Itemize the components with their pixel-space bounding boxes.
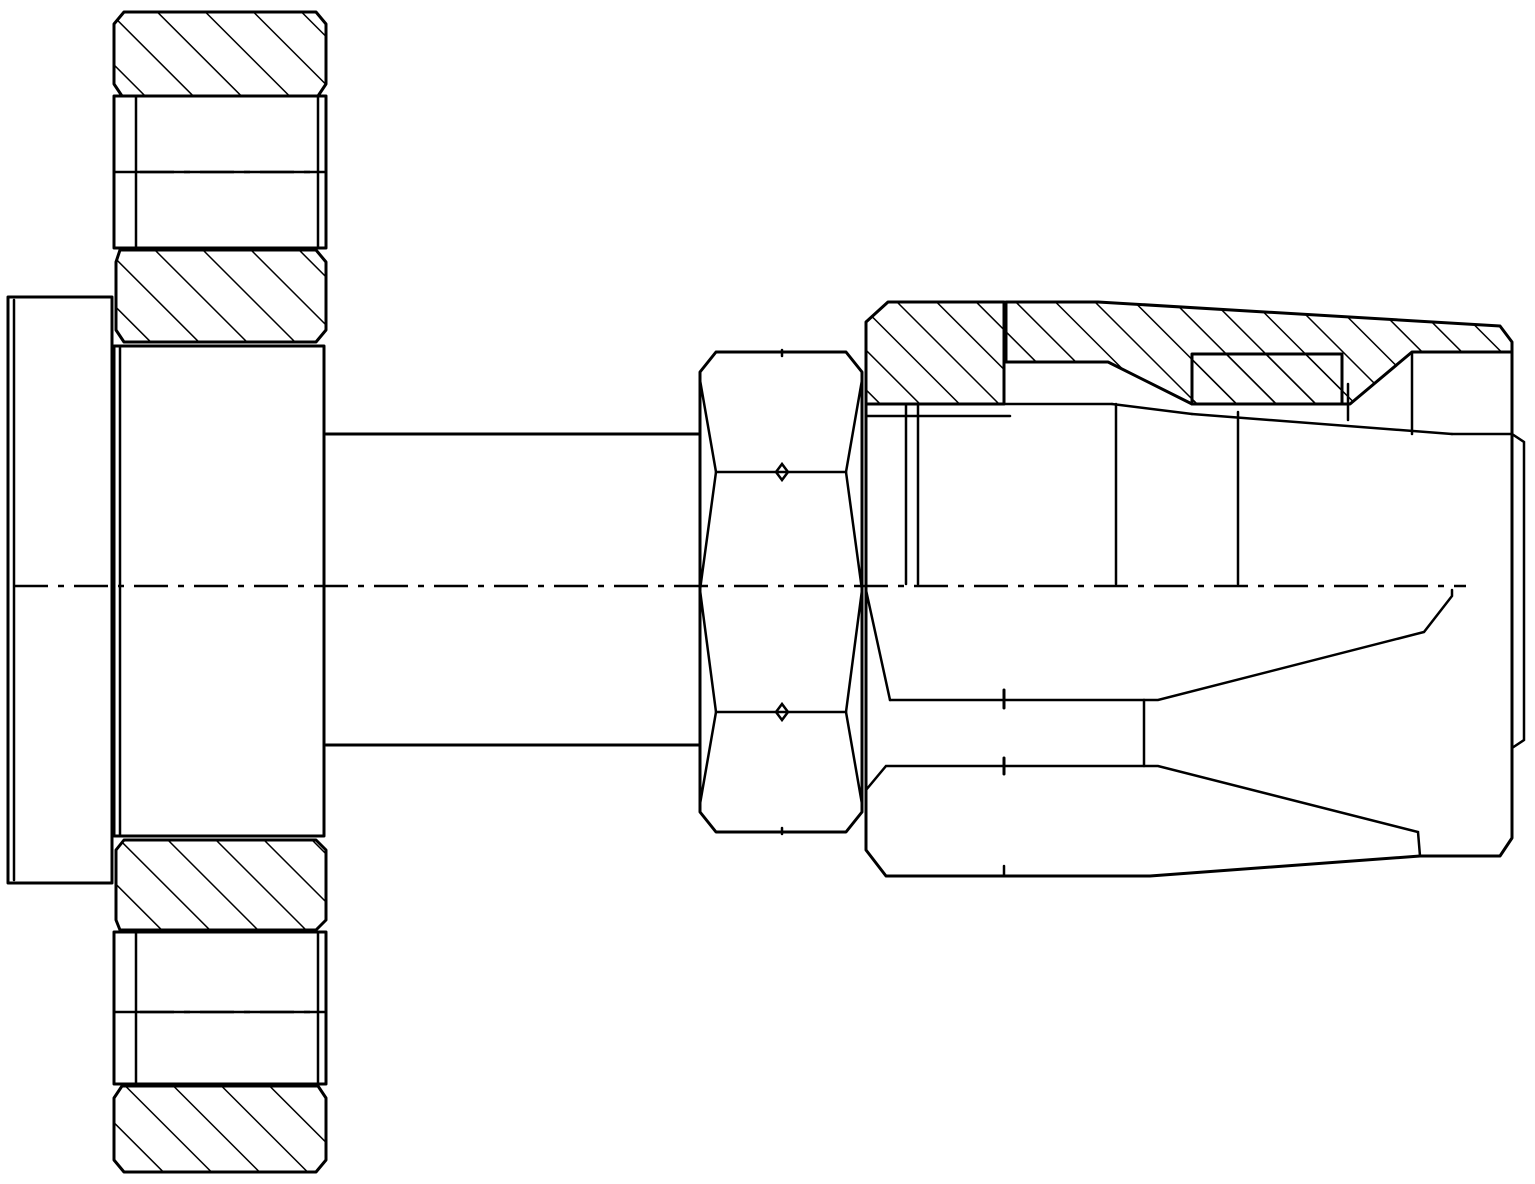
top-hatched-cap [112,10,328,98]
bottom-hatched-cap [112,1084,328,1174]
bottom-hatched-band [114,838,328,932]
sleeve-hatch-left [864,300,1006,406]
end-plate [6,295,114,885]
flange-top-bolt-section [112,10,328,344]
top-hatched-band [114,248,328,344]
flange-bottom-bolt-section [112,838,328,1174]
tube-shaft [324,432,702,747]
hex-nut [698,348,864,836]
sleeve-hatch-rib [1190,352,1344,406]
flange-body [112,344,326,838]
hose-fitting-sleeve [864,300,1526,878]
